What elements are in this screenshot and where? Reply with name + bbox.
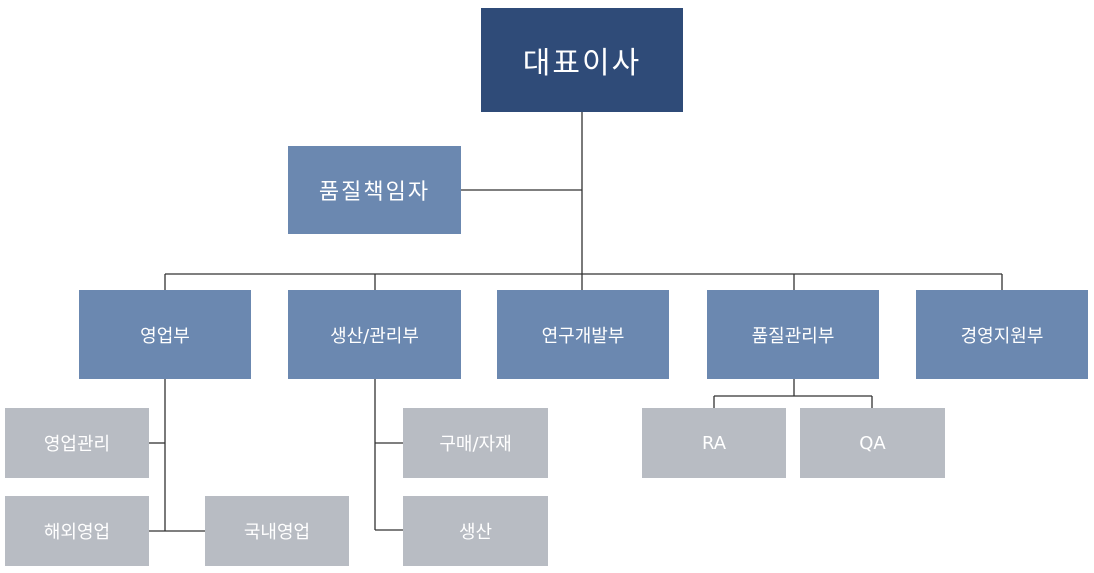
team-purchasing-box: 구매/자재 xyxy=(403,408,548,478)
team-sales-management-box: 영업관리 xyxy=(5,408,149,478)
team-manufacturing-box: 생산 xyxy=(403,496,548,566)
team-overseas-sales-label: 해외영업 xyxy=(43,522,111,543)
team-qa-box: QA xyxy=(800,408,945,478)
dept-sales-box: 영업부 xyxy=(79,290,251,379)
team-qa-label: QA xyxy=(859,432,886,454)
quality-officer-box: 품질책임자 xyxy=(288,146,461,234)
dept-production-box: 생산/관리부 xyxy=(288,290,461,379)
team-manufacturing-label: 생산 xyxy=(458,522,493,543)
dept-sales-label: 영업부 xyxy=(140,325,190,347)
team-purchasing-label: 구매/자재 xyxy=(439,434,512,455)
dept-quality-label: 품질관리부 xyxy=(751,325,835,347)
team-ra-box: RA xyxy=(642,408,786,478)
team-domestic-sales-box: 국내영업 xyxy=(205,496,349,566)
team-sales-management-label: 영업관리 xyxy=(43,434,111,455)
ceo-label: 대표이사 xyxy=(522,46,642,81)
team-ra-label: RA xyxy=(701,432,727,454)
quality-officer-label: 품질책임자 xyxy=(318,180,431,205)
dept-quality-box: 품질관리부 xyxy=(707,290,879,379)
dept-rnd-label: 연구개발부 xyxy=(541,325,625,347)
team-domestic-sales-label: 국내영업 xyxy=(243,522,311,543)
ceo-box: 대표이사 xyxy=(481,8,683,112)
team-overseas-sales-box: 해외영업 xyxy=(5,496,149,566)
dept-production-label: 생산/관리부 xyxy=(330,325,419,347)
dept-rnd-box: 연구개발부 xyxy=(497,290,669,379)
dept-management-box: 경영지원부 xyxy=(916,290,1088,379)
dept-management-label: 경영지원부 xyxy=(960,325,1044,347)
